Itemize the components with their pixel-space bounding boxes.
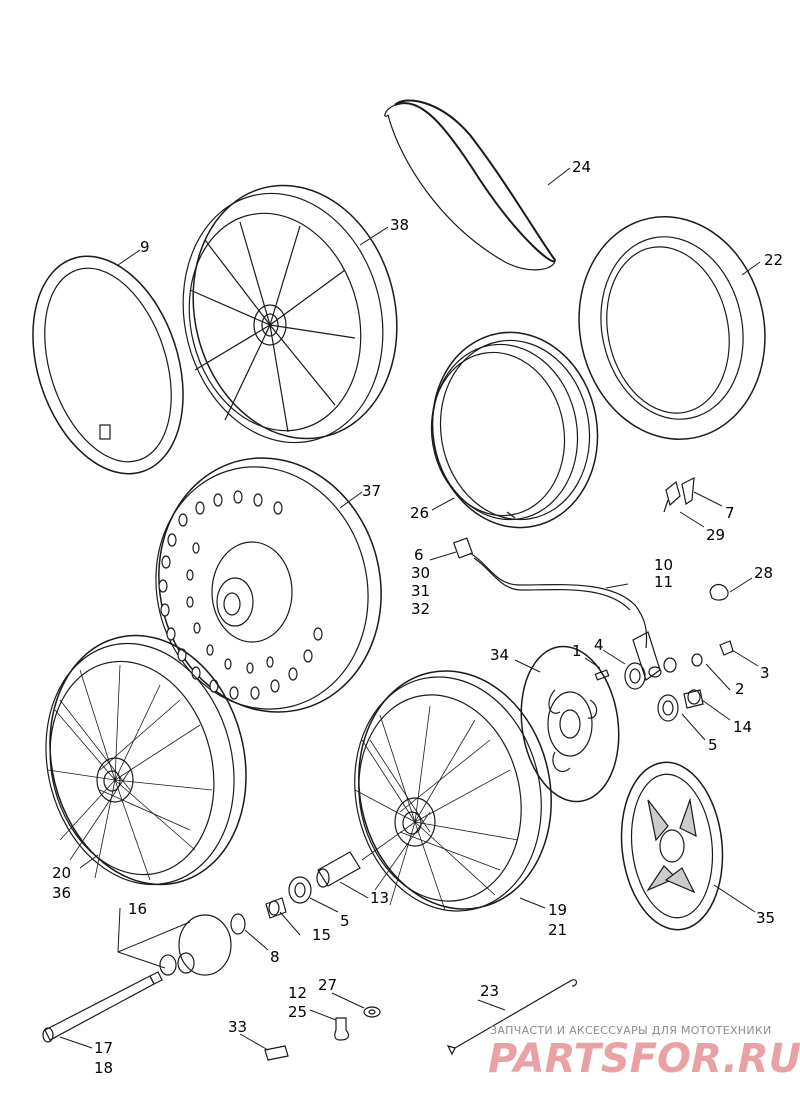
clip-28 [709,583,729,601]
balance-weight-7-29 [663,476,695,513]
watermark: ЗАПЧАСТИ И АКСЕССУАРЫ ДЛЯ МОТОТЕХНИКИ PA… [488,1024,800,1082]
watermark-tagline: ЗАПЧАСТИ И АКСЕССУАРЫ ДЛЯ МОТОТЕХНИКИ [490,1024,772,1037]
callout-16: 16 [128,900,147,918]
axle-17-18 [42,971,163,1043]
callout-11: 11 [654,573,673,591]
callout-23: 23 [480,982,499,1000]
callout-7: 7 [725,504,735,522]
callout-27: 27 [318,976,337,994]
callout-22: 22 [764,251,783,269]
rim-26 [430,331,599,529]
callout-31: 31 [411,582,430,600]
callout-28: 28 [754,564,773,582]
callout-3: 3 [760,664,770,682]
callout-12: 12 [288,984,307,1002]
callout-5-lower: 5 [340,912,350,930]
disc-wheel-37 [155,457,382,713]
callout-5-right: 5 [708,736,718,754]
callout-labels: 24 9 38 22 37 26 7 29 6 30 31 32 10 11 2… [52,158,783,1077]
callout-10: 10 [654,556,673,574]
callout-38: 38 [390,216,409,234]
callout-24: 24 [572,158,591,176]
watermark-logo: PARTSFOR.RU [488,1036,800,1082]
callout-8: 8 [270,948,280,966]
callout-35: 35 [756,909,775,927]
callout-33: 33 [228,1018,247,1036]
callout-37: 37 [362,482,381,500]
tire-22 [578,216,766,440]
callout-19: 19 [548,901,567,919]
valve-stem-12-25-27 [334,1006,381,1041]
callout-20: 20 [52,864,71,882]
speed-sensor-cable [452,537,662,681]
inner-tube-9 [32,255,184,475]
callout-17: 17 [94,1039,113,1057]
leader-lines [59,167,761,1051]
callout-36: 36 [52,884,71,902]
spoke-wheel-19-21 [354,670,552,912]
brake-rotor-35 [620,761,724,931]
callout-34: 34 [490,646,509,664]
callout-25: 25 [288,1003,307,1021]
cast-wheel-38 [182,184,398,444]
callout-18: 18 [94,1059,113,1077]
callout-30: 30 [411,564,430,582]
callout-4: 4 [594,636,604,654]
callout-26: 26 [410,504,429,522]
spoke-wheel-20-36 [45,634,247,886]
callout-6: 6 [414,546,424,564]
callout-13: 13 [370,889,389,907]
brake-rotor-34 [520,645,620,803]
callout-29: 29 [706,526,725,544]
callout-1: 1 [572,642,582,660]
callout-32: 32 [411,600,430,618]
spoke-23 [446,979,578,1056]
callout-15: 15 [312,926,331,944]
axle-hardware-lower [230,876,312,935]
weight-block-33 [264,1045,289,1061]
rim-strip-24 [384,99,557,271]
spacer-13 [316,851,361,888]
callout-2: 2 [735,680,745,698]
callout-14: 14 [733,718,752,736]
callout-9: 9 [140,238,150,256]
callout-21: 21 [548,921,567,939]
seal-kit-16 [117,914,232,976]
